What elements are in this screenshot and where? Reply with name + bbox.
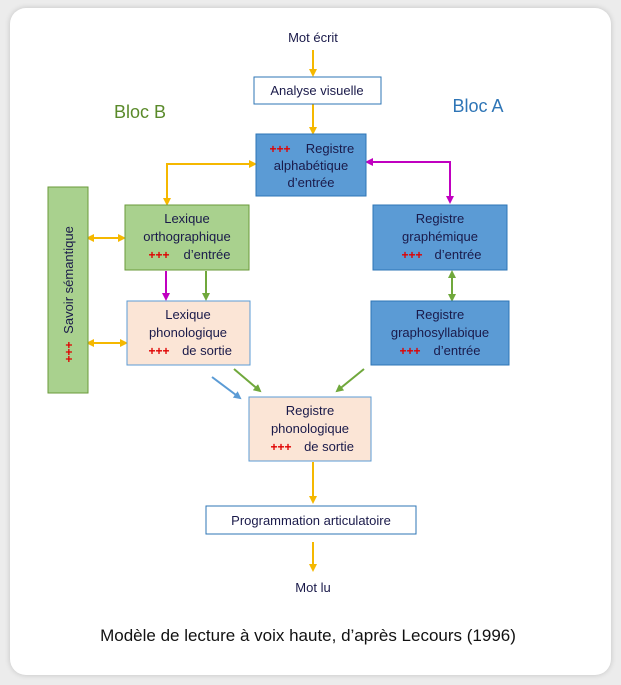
- svg-text:de sortie: de sortie: [304, 439, 354, 454]
- lexique-phonologique-box: Lexique phonologique +++ de sortie: [126, 300, 251, 366]
- svg-text:graphémique: graphémique: [402, 229, 478, 244]
- registre-alphabetique-box: +++ Registre alphabétique d’entrée: [255, 133, 367, 197]
- svg-text:+++: +++: [62, 341, 76, 362]
- svg-text:d’entrée: d’entrée: [288, 175, 335, 190]
- arrow-phono-lexique-to-registre: [233, 368, 262, 393]
- svg-text:phonologique: phonologique: [149, 325, 227, 340]
- svg-text:Analyse visuelle: Analyse visuelle: [270, 83, 363, 98]
- svg-text:graphosyllabique: graphosyllabique: [391, 325, 489, 340]
- arrow-registre-lexique-ortho: [163, 160, 257, 206]
- caption: Modèle de lecture à voix haute, d’après …: [100, 626, 516, 645]
- svg-text:+++: +++: [148, 248, 169, 262]
- svg-text:Registre: Registre: [416, 211, 464, 226]
- bloc-b-label: Bloc B: [114, 102, 166, 122]
- arrow-registre-graphemique: [365, 158, 454, 204]
- savoir-semantique-box: +++ Savoir sémantique: [47, 186, 89, 394]
- svg-text:+++: +++: [269, 142, 290, 156]
- svg-text:Registre: Registre: [306, 141, 354, 156]
- bloc-a-label: Bloc A: [452, 96, 503, 116]
- programmation-articulatoire-box: Programmation articulatoire: [205, 505, 417, 535]
- svg-text:de sortie: de sortie: [182, 343, 232, 358]
- svg-text:+++: +++: [399, 344, 420, 358]
- svg-text:Registre: Registre: [286, 403, 334, 418]
- svg-text:d’entrée: d’entrée: [434, 343, 481, 358]
- analyse-visuelle-box: Analyse visuelle: [253, 76, 382, 105]
- svg-text:Registre: Registre: [416, 307, 464, 322]
- arrow-graphosyl-to-registre: [335, 368, 365, 393]
- svg-text:Lexique: Lexique: [164, 211, 210, 226]
- mot-lu-label: Mot lu: [295, 580, 330, 595]
- svg-text:+++: +++: [401, 248, 422, 262]
- lexique-orthographique-box: Lexique orthographique +++ d’entrée: [124, 204, 250, 271]
- registre-graphosyllabique-box: Registre graphosyllabique +++ d’entrée: [370, 300, 510, 366]
- svg-text:alphabétique: alphabétique: [274, 158, 348, 173]
- mot-ecrit-label: Mot écrit: [288, 30, 338, 45]
- arrow-blue-to-registre: [211, 376, 242, 400]
- svg-text:d’entrée: d’entrée: [435, 247, 482, 262]
- svg-text:d’entrée: d’entrée: [184, 247, 231, 262]
- svg-text:Savoir sémantique: Savoir sémantique: [61, 226, 76, 334]
- svg-text:Programmation articulatoire: Programmation articulatoire: [231, 513, 391, 528]
- svg-text:Lexique: Lexique: [165, 307, 211, 322]
- svg-text:+++: +++: [148, 344, 169, 358]
- svg-text:phonologique: phonologique: [271, 421, 349, 436]
- registre-phonologique-box: Registre phonologique +++ de sortie: [248, 396, 372, 462]
- svg-text:+++: +++: [270, 440, 291, 454]
- registre-graphemique-box: Registre graphémique +++ d’entrée: [372, 204, 508, 271]
- svg-text:orthographique: orthographique: [143, 229, 230, 244]
